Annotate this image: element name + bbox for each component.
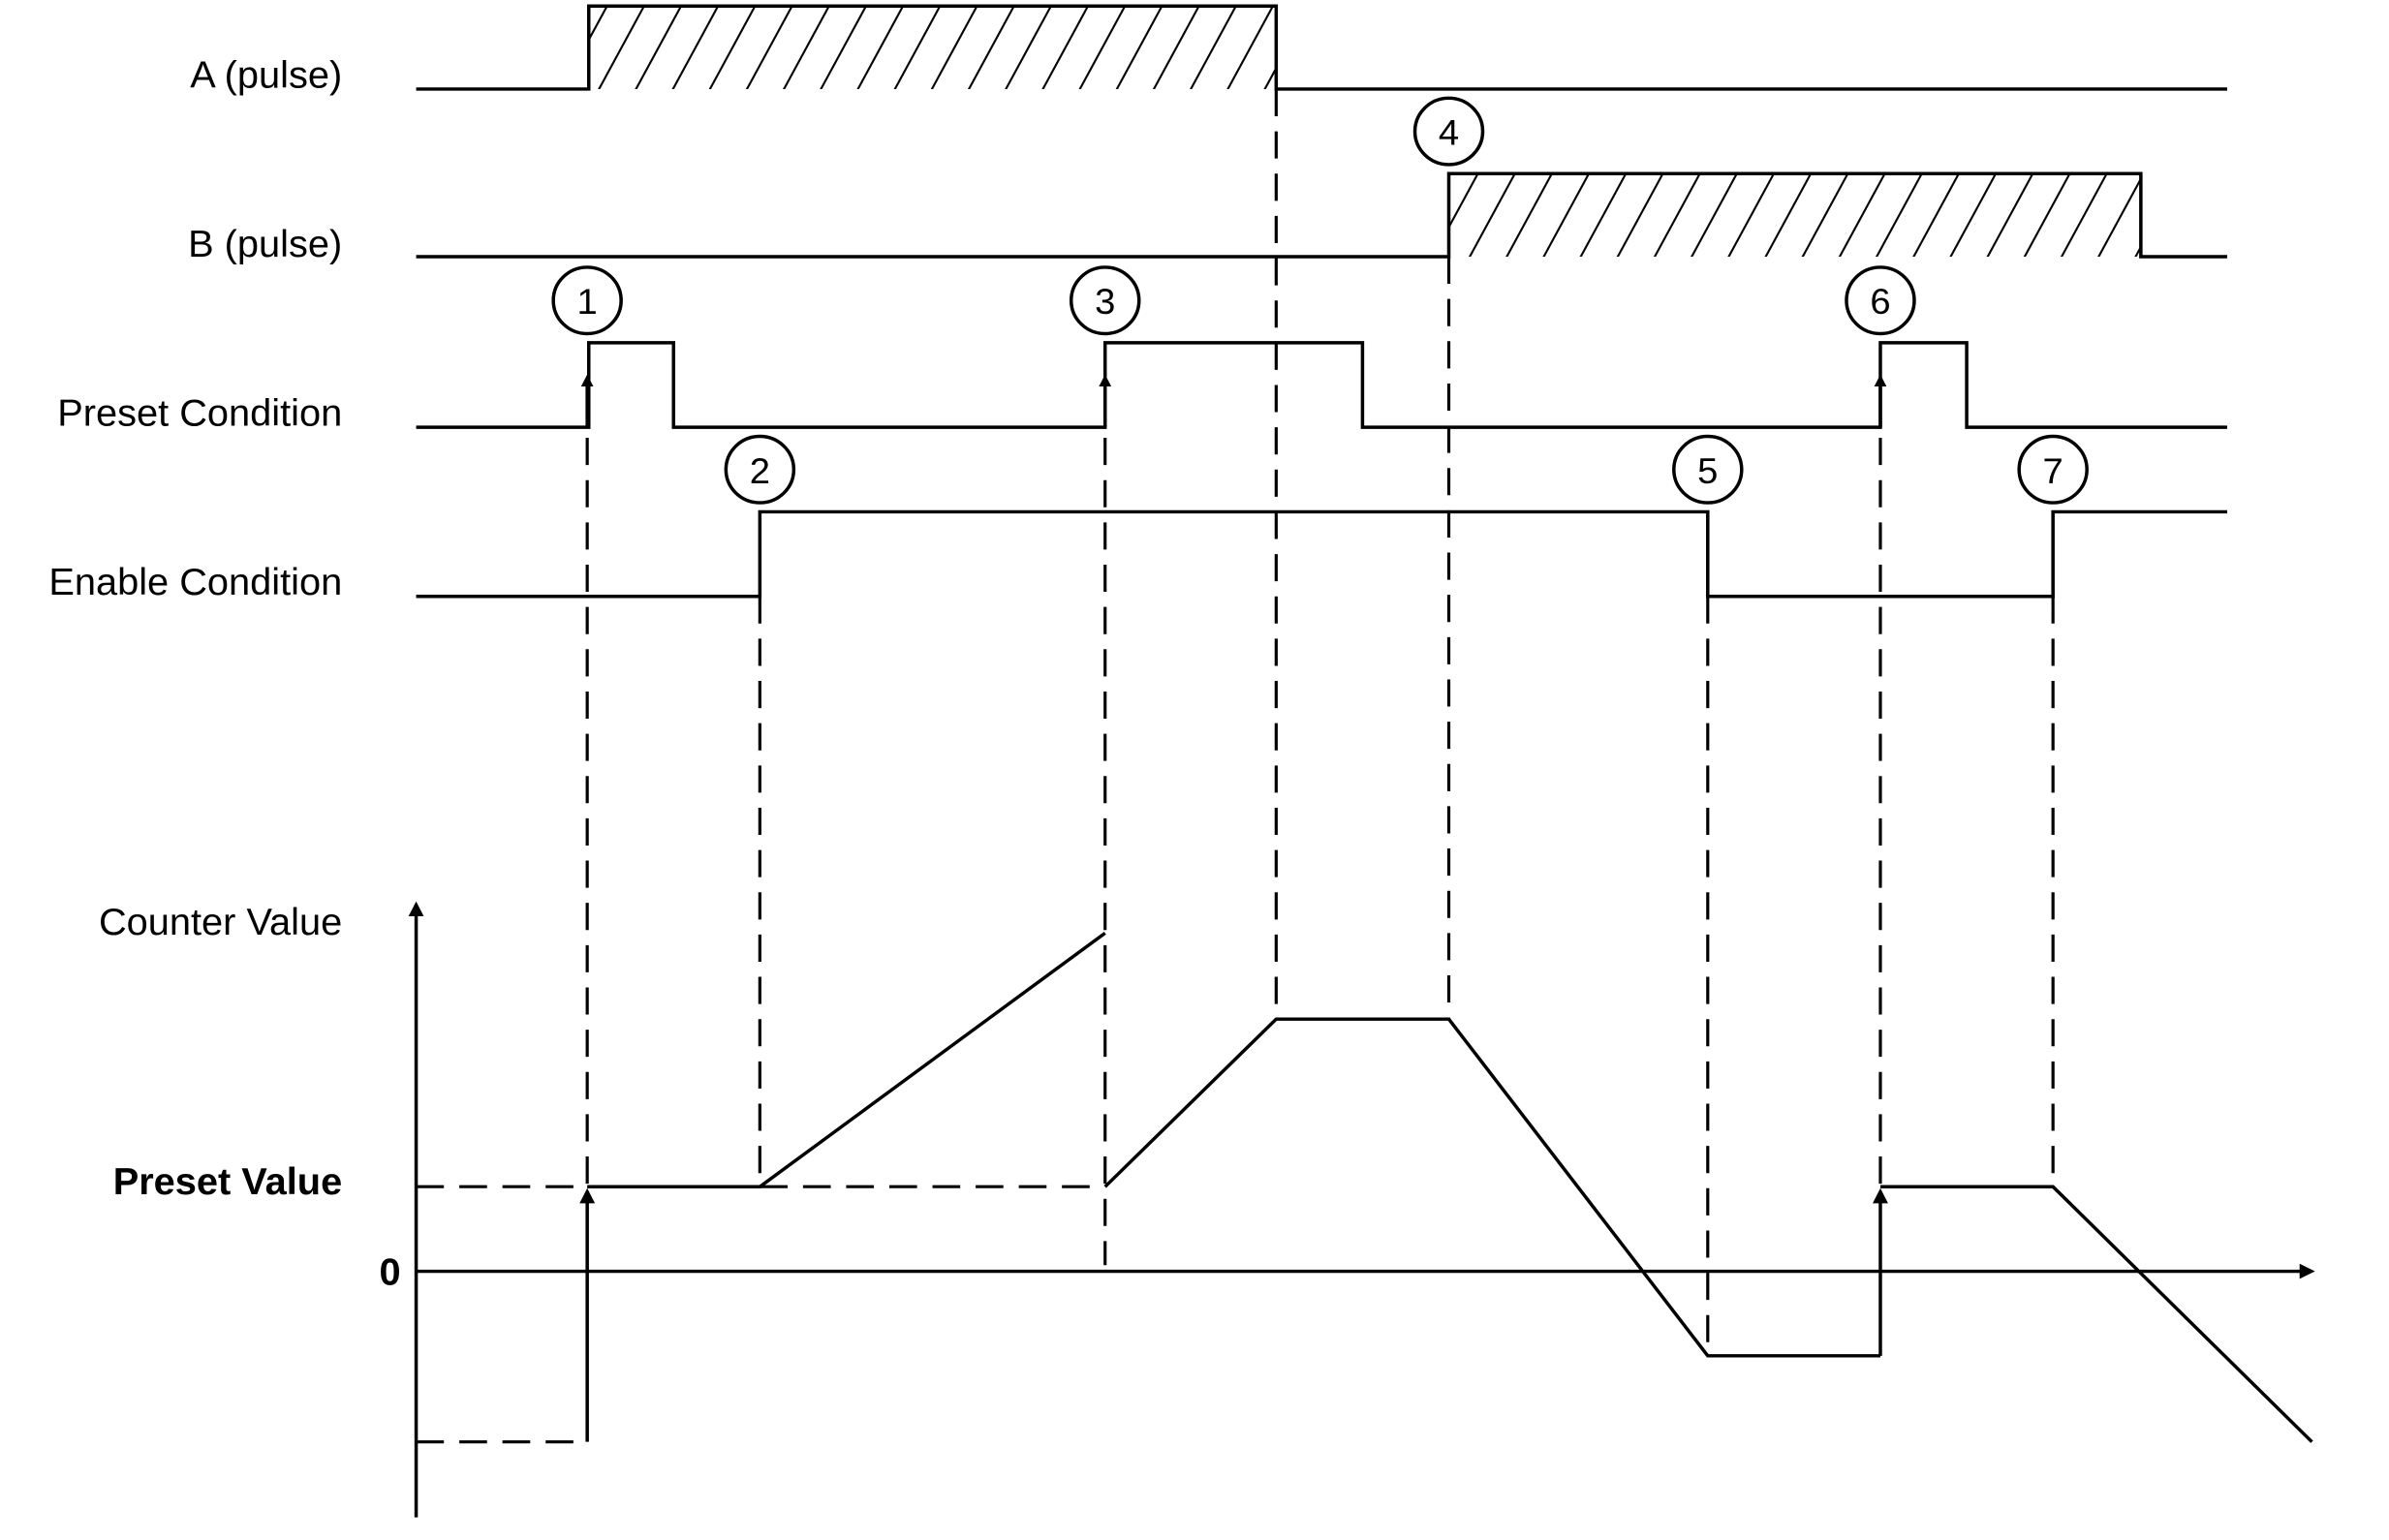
svg-text:1: 1 — [577, 283, 598, 323]
marker-5: 5 — [1672, 434, 1744, 505]
signal-preset-condition — [416, 341, 2227, 429]
marker-3: 3 — [1069, 265, 1141, 336]
marker-7: 7 — [2017, 434, 2089, 505]
marker-1: 1 — [551, 265, 623, 336]
label-a-pulse: A (pulse) — [190, 54, 342, 97]
svg-text:2: 2 — [750, 451, 770, 492]
marker-2: 2 — [724, 434, 796, 505]
marker-4: 4 — [1412, 96, 1485, 167]
signal-enable-condition — [416, 509, 2227, 599]
label-preset-condition: Preset Condition — [57, 392, 342, 435]
preset-edge-arrows — [580, 374, 1887, 428]
label-b-pulse: B (pulse) — [188, 223, 342, 265]
dashed-guides — [416, 88, 2055, 1444]
signal-a — [416, 4, 2227, 91]
svg-text:7: 7 — [2043, 451, 2063, 492]
svg-text:6: 6 — [1870, 283, 1890, 323]
svg-text:5: 5 — [1697, 451, 1718, 492]
svg-text:3: 3 — [1095, 283, 1115, 323]
label-enable-condition: Enable Condition — [48, 562, 342, 604]
label-preset-value: Preset Value — [113, 1160, 343, 1203]
label-zero: 0 — [380, 1251, 401, 1294]
counter-value-curve — [579, 931, 2313, 1443]
marker-6: 6 — [1845, 265, 1916, 336]
label-counter-value: Counter Value — [99, 901, 342, 943]
signal-b — [416, 171, 2227, 259]
svg-text:4: 4 — [1439, 113, 1459, 154]
